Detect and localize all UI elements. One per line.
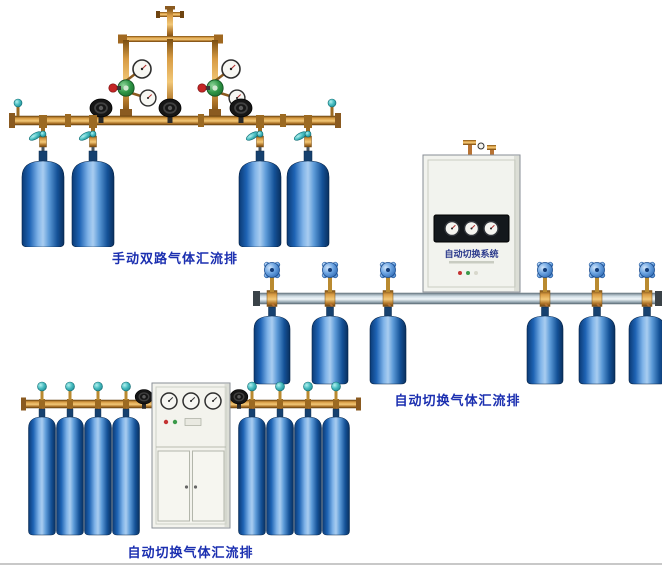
cylinder-valve-stations <box>37 381 341 418</box>
auto-switch-manifold-b-image <box>21 381 361 536</box>
gas-cylinder <box>28 408 56 536</box>
gas-cylinder <box>369 306 407 385</box>
gas-cylinder <box>578 306 616 385</box>
gas-cylinder <box>238 408 266 536</box>
gas-cylinder <box>56 408 84 536</box>
gas-cylinder <box>266 408 294 536</box>
auto-switch-manifold-a-image: 自动切换系统 <box>253 140 662 385</box>
gas-cylinder <box>311 306 349 385</box>
gas-cylinders <box>253 306 662 385</box>
product-auto-switch-manifold-a: 自动切换系统 自动切换气体汇流排 <box>253 140 662 409</box>
gas-cylinder <box>84 408 112 536</box>
cabinet-title: 自动切换系统 <box>444 248 498 260</box>
regulator-knob <box>108 83 118 93</box>
blue-handwheel-valve <box>379 261 397 279</box>
gas-cylinder <box>526 306 564 385</box>
regulator-knob <box>197 83 207 93</box>
blue-handwheel-valve <box>263 261 281 279</box>
blue-handwheel-valve <box>588 261 606 279</box>
gas-cylinder <box>21 150 65 247</box>
teal-handwheel-valve <box>303 381 313 392</box>
gas-cylinder <box>322 408 350 536</box>
teal-handwheel-valve <box>65 381 75 392</box>
teal-handwheel-valve <box>93 381 103 392</box>
teal-handwheel-valve <box>37 381 47 392</box>
indicator-light-green <box>466 271 470 275</box>
pressure-gauge <box>132 59 152 79</box>
cylinder-drop-valves <box>27 115 312 163</box>
manifold-pipe <box>253 291 662 306</box>
teal-handwheel-valve <box>121 381 131 392</box>
manual-dual-manifold-image <box>9 6 341 247</box>
gas-cylinder <box>112 408 140 536</box>
bottom-divider <box>0 563 662 565</box>
pressure-regulators <box>108 59 246 107</box>
pressure-gauge <box>221 59 241 79</box>
pressure-gauge <box>182 392 200 410</box>
indicator-light-red <box>163 419 169 425</box>
teal-handwheel-valve <box>331 381 341 392</box>
blue-handwheel-valve <box>638 261 656 279</box>
cabinet-door-left <box>157 450 190 522</box>
control-cabinet <box>151 382 231 529</box>
product-manual-dual-manifold: 手动双路气体汇流排 <box>8 6 342 267</box>
indicator-light-white <box>474 271 478 275</box>
product-auto-switch-manifold-b: 自动切换气体汇流排 <box>18 375 363 561</box>
pressure-gauge <box>483 220 499 237</box>
teal-handwheel-valve <box>275 381 285 392</box>
gas-cylinder <box>294 408 322 536</box>
product-caption-manual-dual: 手动双路气体汇流排 <box>111 252 238 267</box>
gas-cylinder <box>253 306 291 385</box>
pressure-gauge <box>204 392 222 410</box>
product-caption-auto-switch-a: 自动切换气体汇流排 <box>394 394 521 409</box>
teal-handwheel-valve <box>247 381 257 392</box>
pressure-gauge <box>444 220 460 237</box>
gas-cylinder <box>628 306 662 385</box>
pressure-gauge <box>139 89 157 107</box>
indicator-light-green <box>172 419 178 425</box>
blue-handwheel-valve <box>321 261 339 279</box>
pressure-gauge <box>160 392 178 410</box>
cabinet-door-right <box>192 450 225 522</box>
blue-handwheel-valve <box>536 261 554 279</box>
mini-gauge <box>477 142 485 150</box>
control-switch <box>184 418 202 426</box>
gas-cylinder <box>71 150 115 247</box>
control-cabinet: 自动切换系统 <box>422 140 521 293</box>
indicator-light-red <box>458 271 462 275</box>
pressure-gauge <box>463 220 480 237</box>
product-caption-auto-switch-b: 自动切换气体汇流排 <box>127 546 254 561</box>
